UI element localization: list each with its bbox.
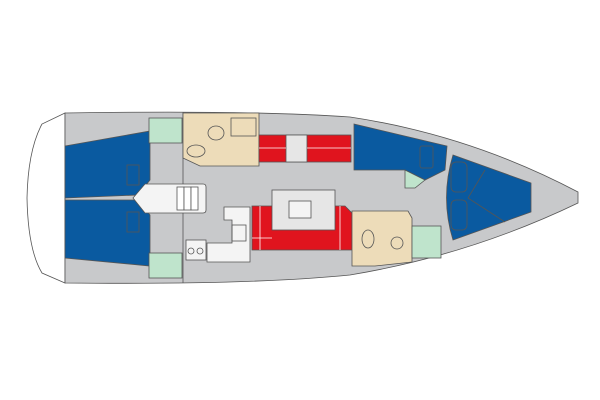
shower-forward-port xyxy=(411,225,442,259)
toilet-icon xyxy=(361,229,375,249)
companionway-steps-icon xyxy=(176,186,199,211)
burner-icon xyxy=(196,247,204,255)
aft-cabin-starboard xyxy=(64,199,151,267)
stern-deck xyxy=(26,112,66,284)
forward-cabin-locker xyxy=(419,145,434,169)
saloon-table-leaf xyxy=(288,200,312,219)
galley-counter xyxy=(206,206,251,263)
sink-icon xyxy=(186,144,206,158)
shower-aft-port xyxy=(148,117,183,144)
shower-forward-starboard xyxy=(404,169,426,189)
settee-table-gap xyxy=(285,134,308,163)
burner-icon xyxy=(187,247,195,255)
stove xyxy=(185,239,207,261)
galley-sink-icon xyxy=(231,224,247,242)
toilet-icon xyxy=(207,125,225,141)
v-berth-locker xyxy=(450,199,468,231)
v-berth-locker xyxy=(450,161,468,193)
forward-head xyxy=(351,210,413,267)
aft-cabin-locker xyxy=(126,211,140,233)
aft-cabin-locker xyxy=(126,164,140,186)
v-berth-cabin xyxy=(446,154,532,241)
shower-aft-starboard xyxy=(148,252,183,279)
aft-head xyxy=(182,112,260,167)
sink-icon xyxy=(390,236,404,250)
shower-tray-icon xyxy=(230,117,257,137)
